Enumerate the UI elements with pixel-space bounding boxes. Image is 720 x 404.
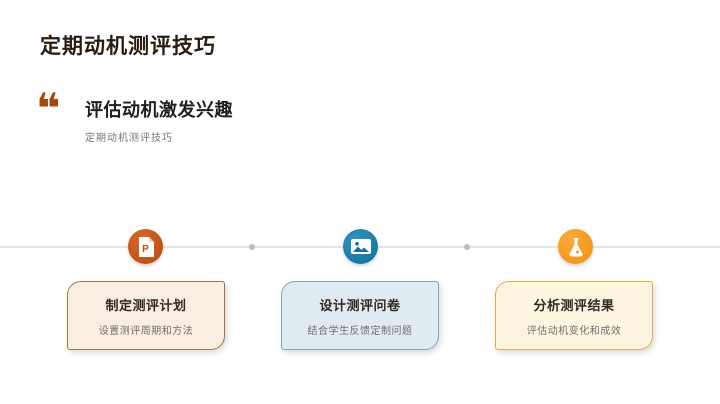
quote-subheading: 定期动机测评技巧	[85, 133, 173, 144]
timeline-dot	[249, 244, 255, 250]
card-description: 结合学生反馈定制问题	[307, 326, 413, 337]
quote-heading: 评估动机激发兴趣	[85, 100, 233, 120]
card-title: 分析测评结果	[533, 298, 615, 313]
picture-icon	[350, 239, 371, 254]
flask-icon	[568, 237, 583, 256]
card-title: 设计测评问卷	[319, 298, 401, 313]
card-description: 设置测评周期和方法	[98, 326, 194, 337]
step-card-plan: 制定测评计划 设置测评周期和方法	[67, 281, 225, 350]
step-marker-plan: P	[128, 229, 163, 264]
page-title: 定期动机测评技巧	[40, 35, 216, 58]
timeline-dot	[464, 244, 470, 250]
card-title: 制定测评计划	[105, 298, 187, 313]
card-description: 评估动机变化和成效	[526, 326, 622, 337]
step-marker-analysis	[558, 229, 593, 264]
step-card-survey: 设计测评问卷 结合学生反馈定制问题	[281, 281, 439, 350]
document-letter: P	[142, 244, 149, 255]
step-card-analysis: 分析测评结果 评估动机变化和成效	[495, 281, 653, 350]
quote-icon: ❝	[36, 84, 61, 133]
document-p-icon: P	[138, 236, 154, 257]
step-marker-survey	[343, 229, 378, 264]
